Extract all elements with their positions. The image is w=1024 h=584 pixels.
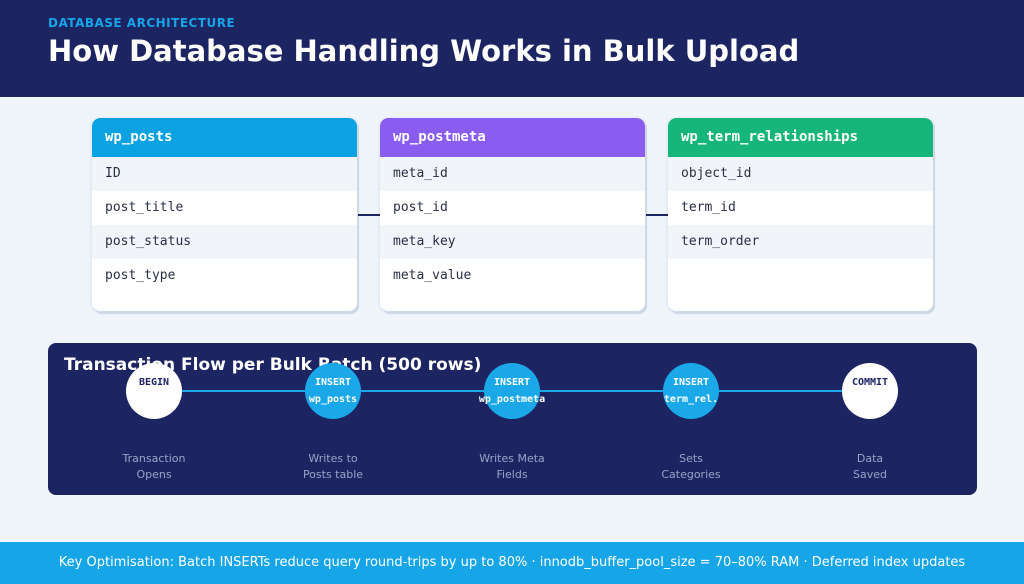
table-header: wp_postmeta bbox=[380, 118, 645, 157]
step-caption-line: Sets bbox=[679, 452, 703, 465]
step-caption-line: Fields bbox=[496, 468, 528, 481]
table-connector bbox=[646, 214, 668, 216]
step-insert-postmeta: INSERT wp_postmeta bbox=[479, 363, 545, 419]
table-field: meta_value bbox=[393, 268, 472, 283]
table-field: meta_key bbox=[380, 225, 645, 259]
step-commit: COMMIT bbox=[842, 363, 898, 419]
step-caption-line: Saved bbox=[853, 468, 887, 481]
step-label: INSERT bbox=[672, 377, 710, 388]
table-header: wp_term_relationships bbox=[668, 118, 933, 157]
step-table: wp_postmeta bbox=[478, 394, 546, 405]
step-label: BEGIN bbox=[138, 377, 170, 388]
table-field: meta_id bbox=[380, 157, 645, 191]
step-caption-line: Categories bbox=[661, 468, 721, 481]
step-caption: Writes Meta Fields bbox=[452, 451, 572, 483]
step-caption: Sets Categories bbox=[631, 451, 751, 483]
step-caption-line: Posts table bbox=[302, 468, 364, 481]
step-label: COMMIT bbox=[851, 377, 889, 388]
step-table: wp_posts bbox=[308, 394, 358, 405]
table-field: post_status bbox=[92, 225, 357, 259]
page-title: How Database Handling Works in Bulk Uplo… bbox=[48, 34, 800, 68]
step-table: term_rel. bbox=[663, 394, 719, 405]
table-field: object_id bbox=[668, 157, 933, 191]
table-field: post_id bbox=[393, 200, 448, 215]
table-field: post_type bbox=[105, 268, 176, 283]
step-caption-line: Data bbox=[856, 452, 884, 465]
footer-note: Key Optimisation: Batch INSERTs reduce q… bbox=[58, 555, 966, 570]
step-begin: BEGIN bbox=[126, 363, 182, 419]
footer-banner: Key Optimisation: Batch INSERTs reduce q… bbox=[0, 542, 1024, 584]
step-caption-line: Opens bbox=[136, 468, 172, 481]
step-insert-term-rel: INSERT term_rel. bbox=[663, 363, 719, 419]
step-caption: Data Saved bbox=[810, 451, 930, 483]
table-card-wp-postmeta: wp_postmeta meta_id post_id meta_key met… bbox=[380, 118, 645, 311]
step-caption-line: Writes Meta bbox=[479, 452, 545, 465]
table-header: wp_posts bbox=[92, 118, 357, 157]
table-field: term_order bbox=[668, 225, 933, 259]
step-caption-line: Writes to bbox=[308, 452, 358, 465]
table-card-wp-term-relationships: wp_term_relationships object_id term_id … bbox=[668, 118, 933, 311]
transaction-flow-panel: Transaction Flow per Bulk Batch (500 row… bbox=[48, 343, 977, 495]
step-caption-line: Transaction bbox=[122, 452, 186, 465]
step-caption: Transaction Opens bbox=[94, 451, 214, 483]
table-field: ID bbox=[92, 157, 357, 191]
header-banner: DATABASE ARCHITECTURE How Database Handl… bbox=[0, 0, 1024, 97]
table-field: term_id bbox=[681, 200, 736, 215]
step-label: INSERT bbox=[314, 377, 352, 388]
flow-title: Transaction Flow per Bulk Batch (500 row… bbox=[64, 355, 482, 375]
step-caption: Writes to Posts table bbox=[273, 451, 393, 483]
step-insert-posts: INSERT wp_posts bbox=[305, 363, 361, 419]
section-eyebrow: DATABASE ARCHITECTURE bbox=[48, 16, 236, 30]
table-connector bbox=[358, 214, 380, 216]
table-field: post_title bbox=[105, 200, 184, 215]
step-label: INSERT bbox=[493, 377, 531, 388]
table-card-wp-posts: wp_posts ID post_title post_status post_… bbox=[92, 118, 357, 311]
